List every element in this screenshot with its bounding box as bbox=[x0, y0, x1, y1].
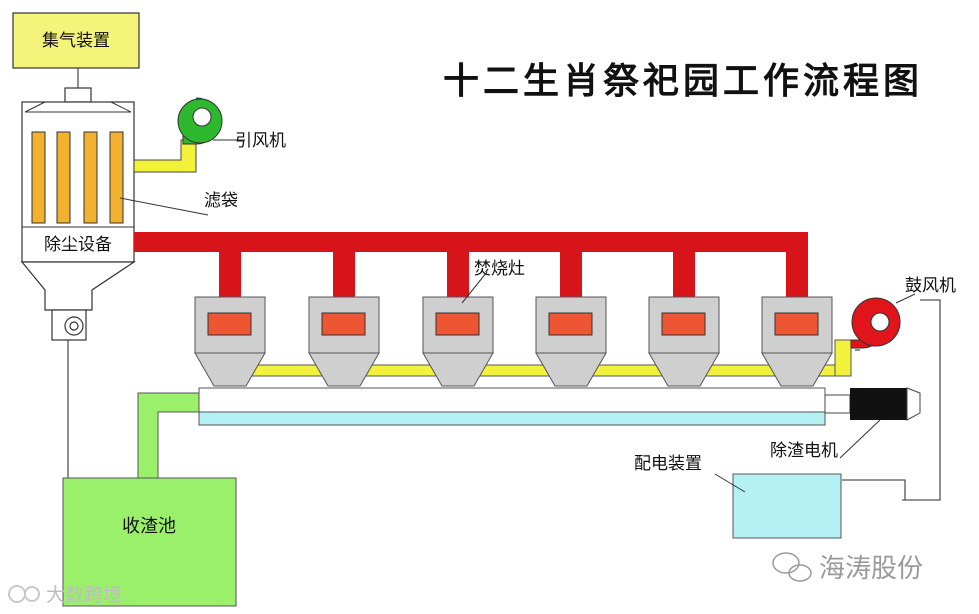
filter-bag bbox=[31, 131, 46, 224]
watermark-text-right: 海涛股份 bbox=[819, 554, 923, 584]
filter-bag bbox=[56, 131, 71, 224]
induced-fan-icon bbox=[177, 97, 223, 145]
incinerator bbox=[648, 296, 720, 387]
incinerator-label: 焚烧灶 bbox=[474, 259, 525, 279]
slag-conveyor bbox=[198, 387, 826, 426]
induced-air-duct bbox=[133, 139, 197, 173]
filter-bags bbox=[31, 131, 124, 224]
slag-pool-label: 收渣池 bbox=[122, 516, 176, 537]
induced-fan-label: 引风机 bbox=[235, 131, 286, 151]
page-title: 十二生肖祭祀园工作流程图 bbox=[443, 61, 923, 102]
filter-bag bbox=[83, 131, 98, 224]
connection-lines bbox=[67, 67, 941, 501]
dust-removal-unit: 除尘设备 bbox=[20, 87, 136, 341]
power-device bbox=[732, 473, 842, 539]
watermark-bottom-right: 海涛股份 bbox=[772, 552, 923, 584]
incinerator bbox=[535, 296, 607, 387]
wechat-icon bbox=[772, 552, 812, 582]
dust-removal-label: 除尘设备 bbox=[44, 235, 112, 255]
incinerator bbox=[308, 296, 380, 387]
incinerator bbox=[194, 296, 266, 387]
slag-chute bbox=[137, 392, 200, 479]
watermark-logo-icon bbox=[8, 585, 26, 603]
watermark-text-left: 大数跨境 bbox=[46, 584, 122, 606]
slag-motor-icon bbox=[824, 387, 921, 421]
blower-icon bbox=[850, 297, 901, 349]
incinerator bbox=[761, 296, 833, 387]
slag-pool: 收渣池 bbox=[62, 477, 237, 607]
flue-gas-duct bbox=[134, 232, 808, 297]
slag-motor-label: 除渣电机 bbox=[770, 441, 838, 461]
discharge-valve-icon bbox=[51, 309, 87, 341]
incinerator bbox=[422, 296, 494, 387]
gas-collector: 集气装置 bbox=[12, 12, 140, 69]
power-device-label: 配电装置 bbox=[634, 454, 702, 474]
gas-collector-label: 集气装置 bbox=[42, 31, 110, 51]
incinerators bbox=[194, 296, 833, 387]
blower-label: 鼓风机 bbox=[905, 276, 956, 296]
watermark-bottom-left: 大数跨境 bbox=[8, 584, 122, 606]
filter-bag bbox=[109, 131, 124, 224]
filter-bag-label: 滤袋 bbox=[204, 191, 238, 211]
